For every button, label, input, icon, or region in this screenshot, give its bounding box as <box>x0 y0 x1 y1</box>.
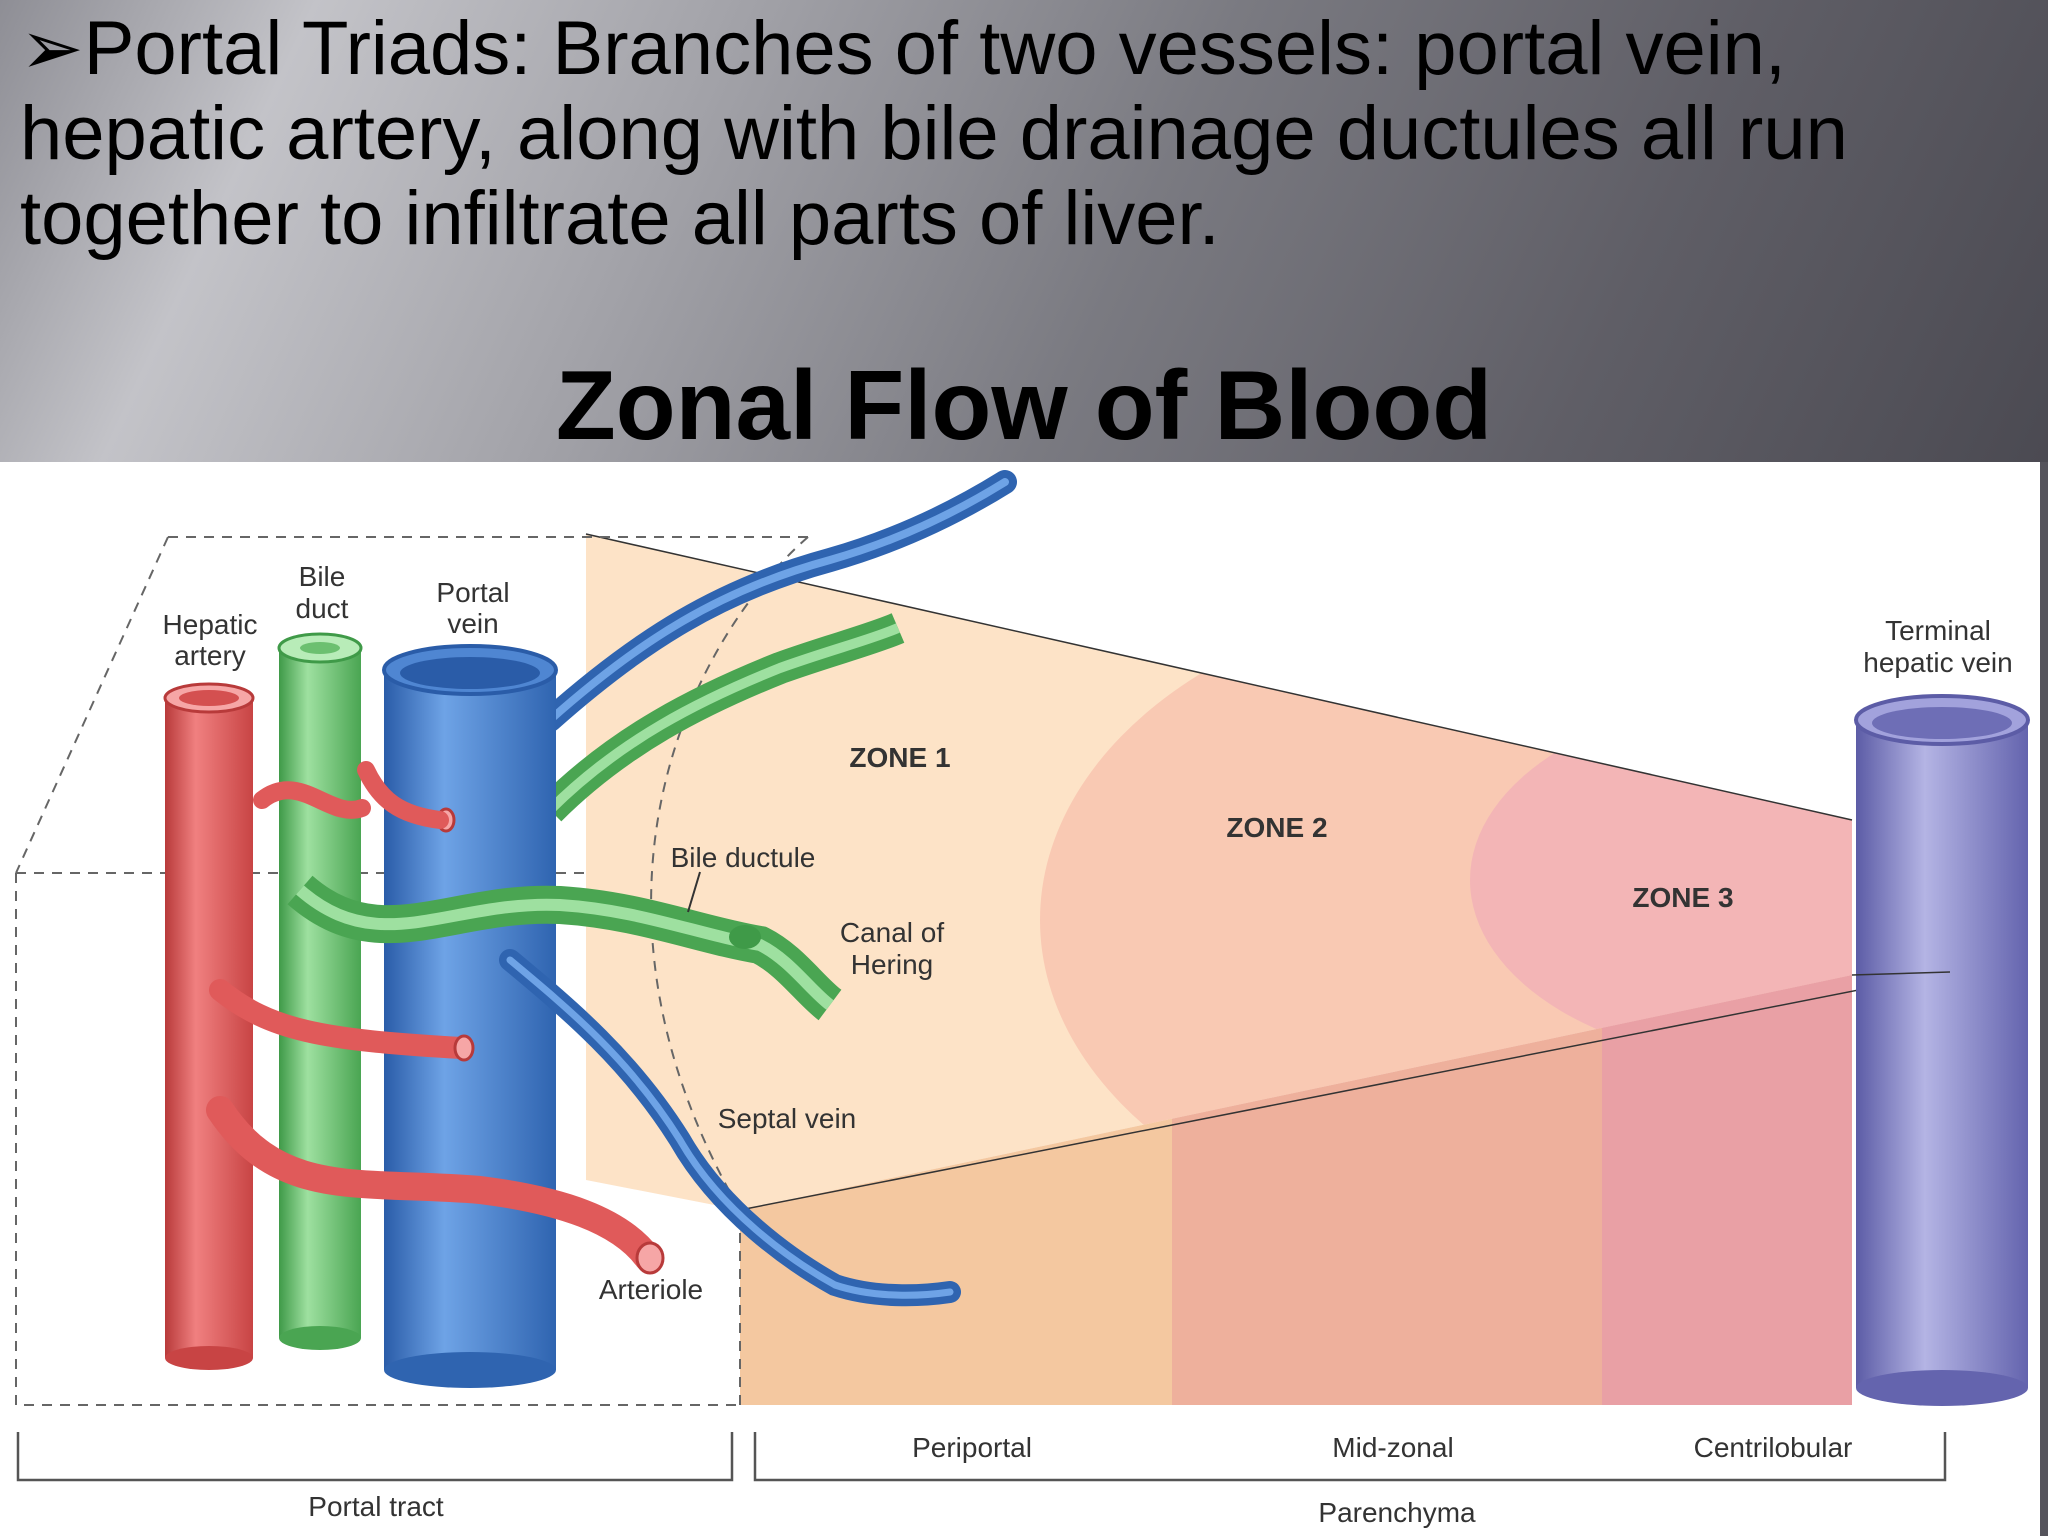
bullet-arrow-icon: ➢ <box>20 6 84 91</box>
canal-of-hering-label-line1: Canal of <box>840 917 945 948</box>
canal-of-hering-opening <box>729 925 761 949</box>
septal-vein-label: Septal vein <box>718 1103 857 1134</box>
centrilobular-front <box>1602 975 1852 1405</box>
arteriole-label: Arteriole <box>599 1274 703 1305</box>
slide-title: Zonal Flow of Blood <box>555 350 1493 460</box>
arteriole-opening <box>635 1241 665 1275</box>
portal-vein-upper-branch-highlight <box>546 478 1009 724</box>
zone3-label: ZONE 3 <box>1632 882 1733 913</box>
bile-ductule-label: Bile ductule <box>671 842 816 873</box>
portal-tract-label: Portal tract <box>308 1491 444 1522</box>
terminal-hepatic-vein-label-line2: hepatic vein <box>1863 647 2012 678</box>
slide-right-edge <box>2040 462 2048 1536</box>
hepatic-artery <box>163 682 255 1370</box>
terminal-hepatic-vein <box>1854 694 2030 1406</box>
septal-vein-highlight <box>506 956 954 1299</box>
hepatic-vein-leader <box>1851 971 1951 976</box>
portal-tract-bracket <box>16 1432 734 1482</box>
bullet-text: Portal Triads: Branches of two vessels: … <box>20 6 1848 261</box>
slide-header-background: ➢Portal Triads: Branches of two vessels:… <box>0 0 2048 462</box>
hepatic-artery-label-line2: artery <box>174 640 246 671</box>
bile-ductule-leader <box>687 871 701 913</box>
centrilobular-label: Centrilobular <box>1694 1432 1853 1463</box>
artery-branch-arteriole-1-opening <box>453 1034 475 1062</box>
zone1-label: ZONE 1 <box>849 742 950 773</box>
bile-duct-label-line1: Bile <box>299 561 346 592</box>
terminal-hepatic-vein-label-line1: Terminal <box>1885 615 1991 646</box>
portal-vein-label-line2: vein <box>447 608 498 639</box>
canal-of-hering-label-line2: Hering <box>851 949 933 980</box>
artery-branch-arteriole-2 <box>206 1096 662 1272</box>
portal-vein-label-line1: Portal <box>436 577 509 608</box>
bile-duct-label-line2: duct <box>296 593 349 624</box>
bile-ductule-highlight <box>296 885 834 1010</box>
artery-branch-small <box>253 781 371 819</box>
periportal-label: Periportal <box>912 1432 1032 1463</box>
zone3-region <box>1470 695 1852 1065</box>
hepatic-artery-label-line1: Hepatic <box>163 609 258 640</box>
parenchyma-label: Parenchyma <box>1318 1497 1476 1528</box>
portal-vein <box>382 644 558 1388</box>
zonal-flow-diagram: Bile duct Portal vein Hepatic artery Ter… <box>15 470 2030 1528</box>
artery-branch-mid <box>357 761 449 829</box>
parenchyma-edge-bottom <box>739 971 1951 1211</box>
bullet-point: ➢Portal Triads: Branches of two vessels:… <box>20 6 2020 261</box>
mid-zonal-label: Mid-zonal <box>1332 1432 1453 1463</box>
artery-branch-arteriole-1 <box>209 979 473 1059</box>
parenchyma-bracket <box>753 1432 1947 1482</box>
bile-duct <box>277 632 363 1350</box>
zone2-label: ZONE 2 <box>1226 812 1327 843</box>
bile-duct-upper-branch-highlight <box>546 623 900 814</box>
